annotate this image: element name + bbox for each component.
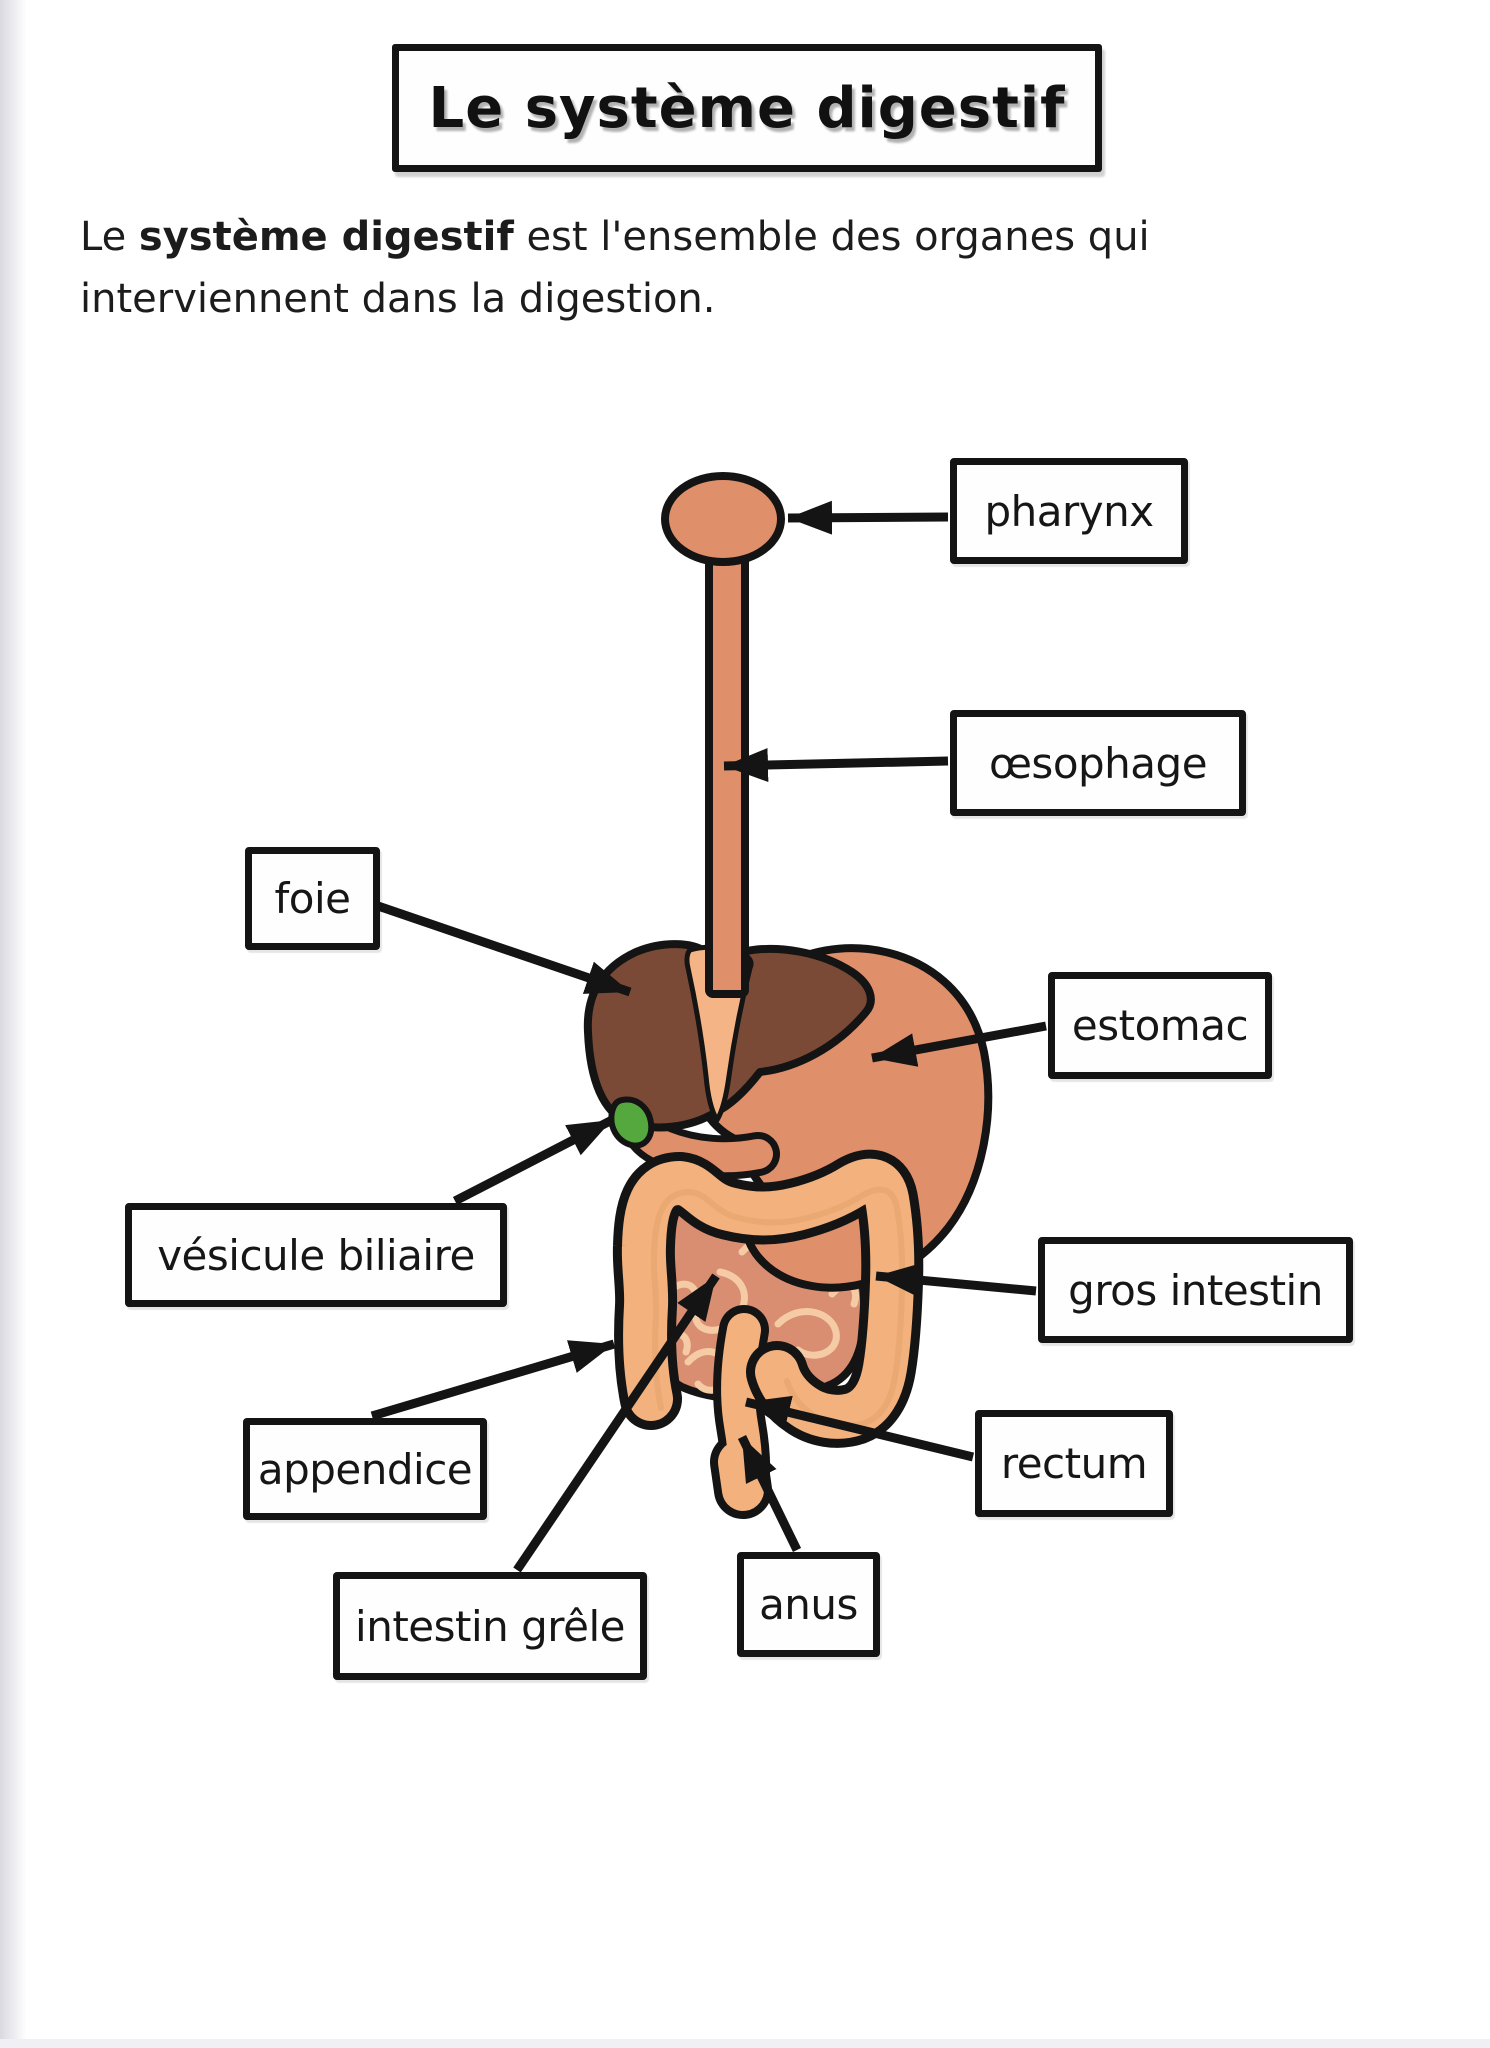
arrow-intestin-grele	[513, 1273, 720, 1573]
arrow-foie	[376, 901, 632, 997]
label-box-estomac: estomac	[1048, 972, 1272, 1079]
label-text-gros-intestin: gros intestin	[1068, 1265, 1323, 1315]
intro-text-start: Le	[80, 214, 139, 260]
arrow-anus	[737, 1435, 802, 1552]
label-box-oesophage: œsophage	[950, 710, 1246, 816]
label-box-rectum: rectum	[975, 1410, 1173, 1517]
page-bottom-edge	[0, 2039, 1490, 2048]
label-box-intestin-grele: intestin grêle	[333, 1572, 647, 1680]
label-text-foie: foie	[274, 874, 352, 923]
arrow-appendice	[370, 1339, 616, 1421]
label-box-foie: foie	[245, 847, 380, 950]
arrow-estomac	[871, 1021, 1047, 1067]
page-edge-shadow	[0, 0, 26, 2048]
intro-paragraph: Le système digestif est l'ensemble des o…	[80, 206, 1410, 330]
label-box-vesicule-biliaire: vésicule biliaire	[125, 1203, 507, 1307]
arrow-gros-intestin	[875, 1263, 1037, 1298]
rectum-organ-shape	[710, 1305, 772, 1519]
label-box-appendice: appendice	[243, 1418, 487, 1520]
title-box: Le système digestif	[392, 44, 1102, 172]
label-arrows	[370, 500, 1047, 1573]
label-box-pharynx: pharynx	[950, 458, 1188, 564]
label-text-intestin-grele: intestin grêle	[355, 1601, 625, 1651]
intro-text-rest: est l'ensemble des organes qui intervien…	[80, 214, 1150, 322]
label-text-appendice: appendice	[257, 1444, 473, 1494]
arrow-pharynx	[787, 500, 949, 535]
arrow-rectum	[744, 1395, 975, 1462]
esophagus-organ-shape	[705, 544, 749, 998]
intro-text-bold: système digestif	[138, 214, 514, 260]
gallbladder-organ-shape	[608, 1096, 655, 1149]
label-box-anus: anus	[737, 1552, 880, 1657]
large-intestine-organ-shape	[612, 1149, 924, 1448]
label-text-estomac: estomac	[1071, 1001, 1249, 1050]
pharynx-organ-shape	[661, 472, 785, 566]
page-title: Le système digestif	[428, 75, 1066, 141]
arrow-oesophage	[723, 748, 949, 783]
arrow-vesicule	[452, 1116, 615, 1205]
label-box-gros-intestin: gros intestin	[1038, 1237, 1353, 1343]
label-text-pharynx: pharynx	[984, 486, 1154, 536]
label-text-vesicule-biliaire: vésicule biliaire	[157, 1230, 475, 1280]
label-text-anus: anus	[759, 1580, 858, 1629]
label-text-rectum: rectum	[1000, 1439, 1148, 1488]
label-text-oesophage: œsophage	[988, 738, 1208, 788]
